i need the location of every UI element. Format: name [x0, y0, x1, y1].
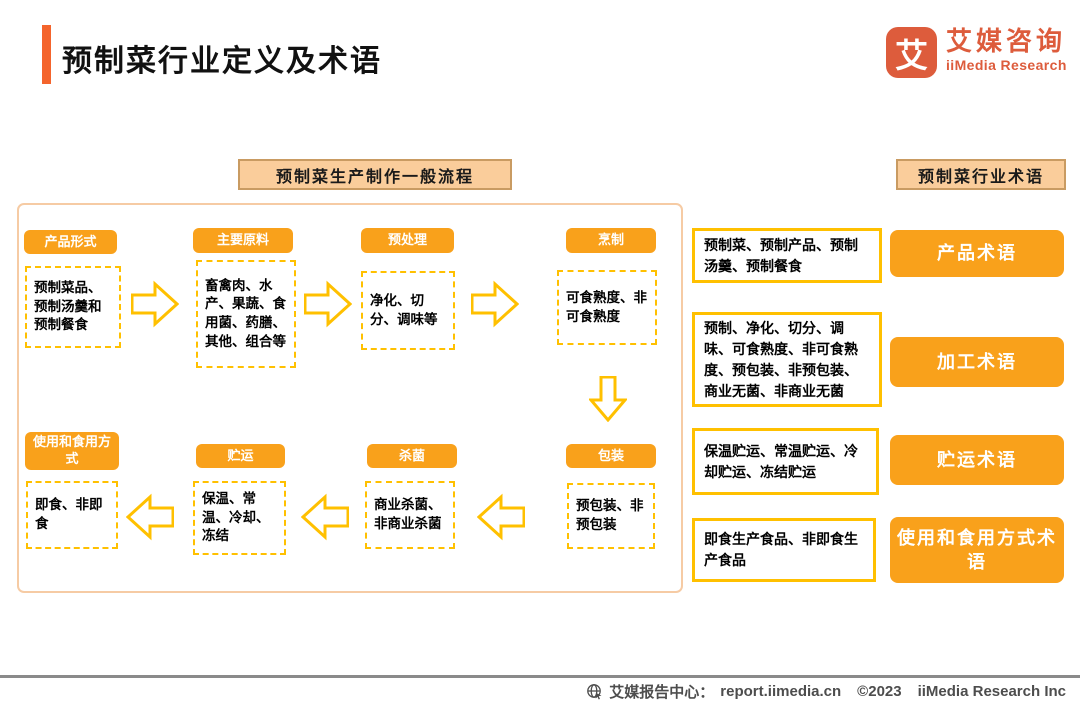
step-label-storage-transport: 贮运: [196, 444, 285, 468]
term-label-processing: 加工术语: [890, 337, 1064, 387]
iimedia-logo-icon: 艾: [886, 27, 937, 78]
term-box-storage: 保温贮运、常温贮运、冷却贮运、冻结贮运: [692, 428, 879, 495]
footer-divider: [0, 675, 1080, 678]
step-box-pretreatment: 净化、切分、调味等: [361, 271, 455, 350]
step-box-sterilization: 商业杀菌、非商业杀菌: [365, 481, 455, 549]
flow-arrow-left-icon: [125, 492, 175, 547]
term-box-usage: 即食生产食品、非即食生产食品: [692, 518, 876, 582]
step-box-packaging: 预包装、非预包装: [567, 483, 655, 549]
flow-section-header: 预制菜生产制作一般流程: [238, 159, 512, 190]
flow-arrow-left-icon: [300, 492, 350, 547]
footer: 艾媒报告中心： report.iimedia.cn ©2023 iiMedia …: [586, 681, 1066, 702]
footer-center-label: 艾媒报告中心：: [609, 684, 715, 701]
step-label-pretreatment: 预处理: [361, 228, 454, 253]
step-label-sterilization: 杀菌: [367, 444, 457, 468]
flow-arrow-right-icon: [470, 279, 520, 334]
logo-name-cn: 艾媒咨询: [946, 26, 1067, 56]
flow-arrow-left-icon: [476, 492, 526, 547]
term-box-processing: 预制、净化、切分、调味、可食熟度、非可食熟度、预包装、非预包装、商业无菌、非商业…: [692, 312, 882, 407]
flow-arrow-down-icon: [587, 375, 629, 427]
footer-company: iiMedia Research Inc: [917, 683, 1066, 700]
term-box-product: 预制菜、预制产品、预制汤羹、预制餐食: [692, 228, 882, 283]
term-label-storage: 贮运术语: [890, 435, 1064, 485]
logo-text: 艾媒咨询 iiMedia Research: [946, 26, 1067, 73]
step-label-product-form: 产品形式: [24, 230, 117, 254]
terms-section-header: 预制菜行业术语: [896, 159, 1066, 190]
footer-copyright: ©2023: [857, 683, 902, 700]
term-label-usage: 使用和食用方式术语: [890, 517, 1064, 583]
flow-arrow-right-icon: [130, 279, 180, 334]
globe-cursor-icon: [586, 683, 603, 700]
step-box-usage-mode: 即食、非即食: [26, 481, 118, 549]
iimedia-logo: 艾 艾媒咨询 iiMedia Research: [886, 26, 1067, 78]
logo-name-en: iiMedia Research: [946, 56, 1067, 73]
step-label-packaging: 包装: [566, 444, 656, 468]
step-label-cooking: 烹制: [566, 228, 656, 253]
footer-url: report.iimedia.cn: [720, 683, 842, 700]
step-box-main-ingredients: 畜禽肉、水产、果蔬、食用菌、药膳、其他、组合等: [196, 260, 296, 368]
title-accent-bar: [42, 25, 51, 84]
step-label-usage-mode: 使用和食用方式: [25, 432, 119, 470]
step-box-storage-transport: 保温、常温、冷却、冻结: [193, 481, 286, 555]
step-box-product-form: 预制菜品、预制汤羹和预制餐食: [25, 266, 121, 348]
page-title: 预制菜行业定义及术语: [62, 45, 382, 78]
flow-arrow-right-icon: [303, 279, 353, 334]
step-label-main-ingredients: 主要原料: [193, 228, 293, 253]
step-box-cooking: 可食熟度、非可食熟度: [557, 270, 657, 345]
term-label-product: 产品术语: [890, 230, 1064, 277]
